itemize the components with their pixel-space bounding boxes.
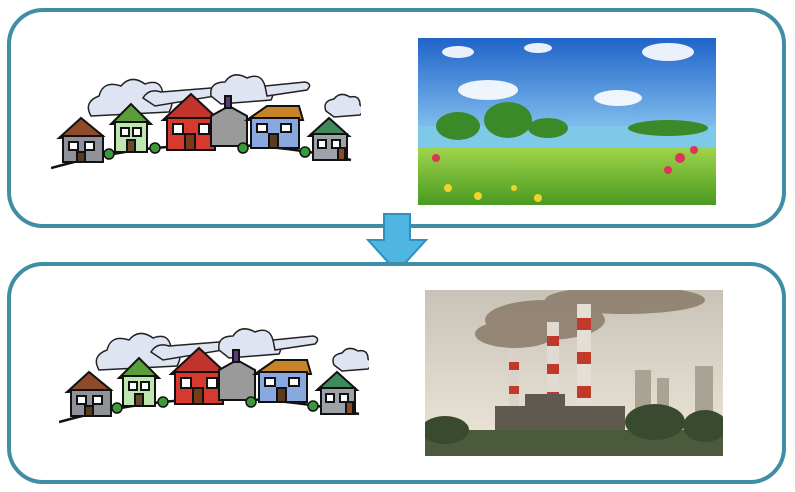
- factory-photo: [425, 290, 723, 456]
- landscape-photo: [418, 38, 716, 205]
- village-illustration: [59, 327, 369, 424]
- after-panel: [7, 262, 786, 484]
- before-panel: [7, 8, 786, 228]
